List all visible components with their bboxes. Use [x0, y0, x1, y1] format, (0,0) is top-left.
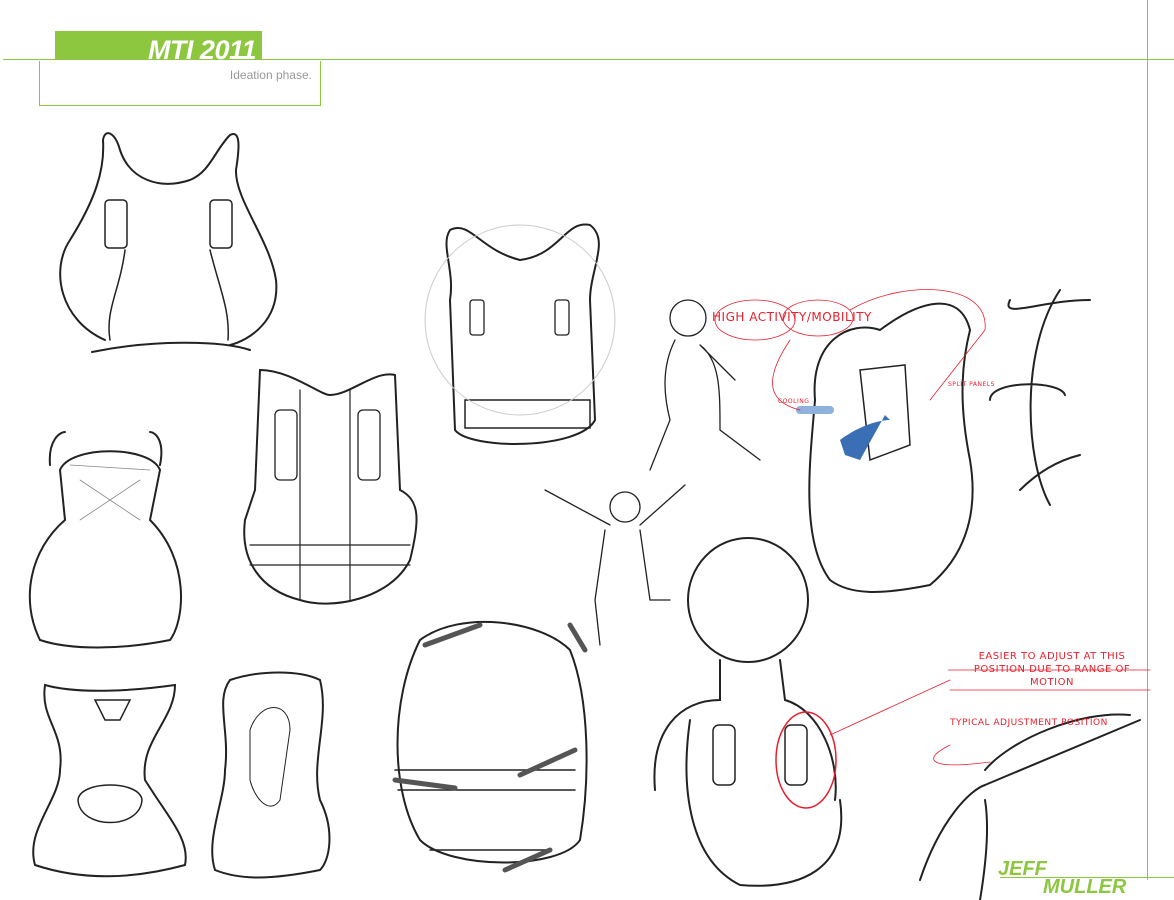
sketch-head-vest	[653, 537, 843, 887]
sketch-vest-back	[243, 368, 418, 605]
page-title: MTI 2011	[147, 35, 257, 60]
annotation-typical-adjust: Typical adjustment position	[950, 718, 1108, 728]
sketch-pad-front	[32, 683, 187, 878]
sketch-shoulder-detail	[919, 713, 1141, 900]
title-tab: MTI 2011	[55, 31, 262, 60]
sketch-child-jumping	[544, 484, 686, 646]
annotation-split-panels: Split panels	[948, 381, 995, 388]
author-first-name: JEFF	[998, 858, 1047, 880]
sketch-vest-cooling	[796, 302, 974, 593]
annotation-cooling: Cooling	[778, 398, 810, 405]
sketch-rotation-arrows	[989, 289, 1091, 506]
margin-rule	[1147, 0, 1148, 880]
author-signature: JEFF MULLER	[998, 858, 1127, 898]
sketch-vest-harness	[28, 431, 183, 649]
annotation-lines	[714, 289, 1151, 766]
header-rule	[3, 59, 1174, 60]
footer-rule	[1000, 877, 1174, 878]
sketch-vest-wide	[424, 223, 616, 445]
sketch-shell-arrows	[392, 620, 588, 873]
sketch-child-running	[649, 299, 761, 471]
annotation-high-activity: High Activity/Mobility	[712, 310, 872, 324]
sketch-pad-back	[211, 671, 331, 879]
sketch-vest-front-top	[59, 132, 278, 353]
author-last-name: MULLER	[1043, 876, 1127, 898]
page-subtitle: Ideation phase.	[229, 68, 312, 82]
subtitle-box: Ideation phase.	[39, 61, 321, 106]
annotation-easier-adjust: Easier to adjust at this position due to…	[973, 651, 1131, 688]
